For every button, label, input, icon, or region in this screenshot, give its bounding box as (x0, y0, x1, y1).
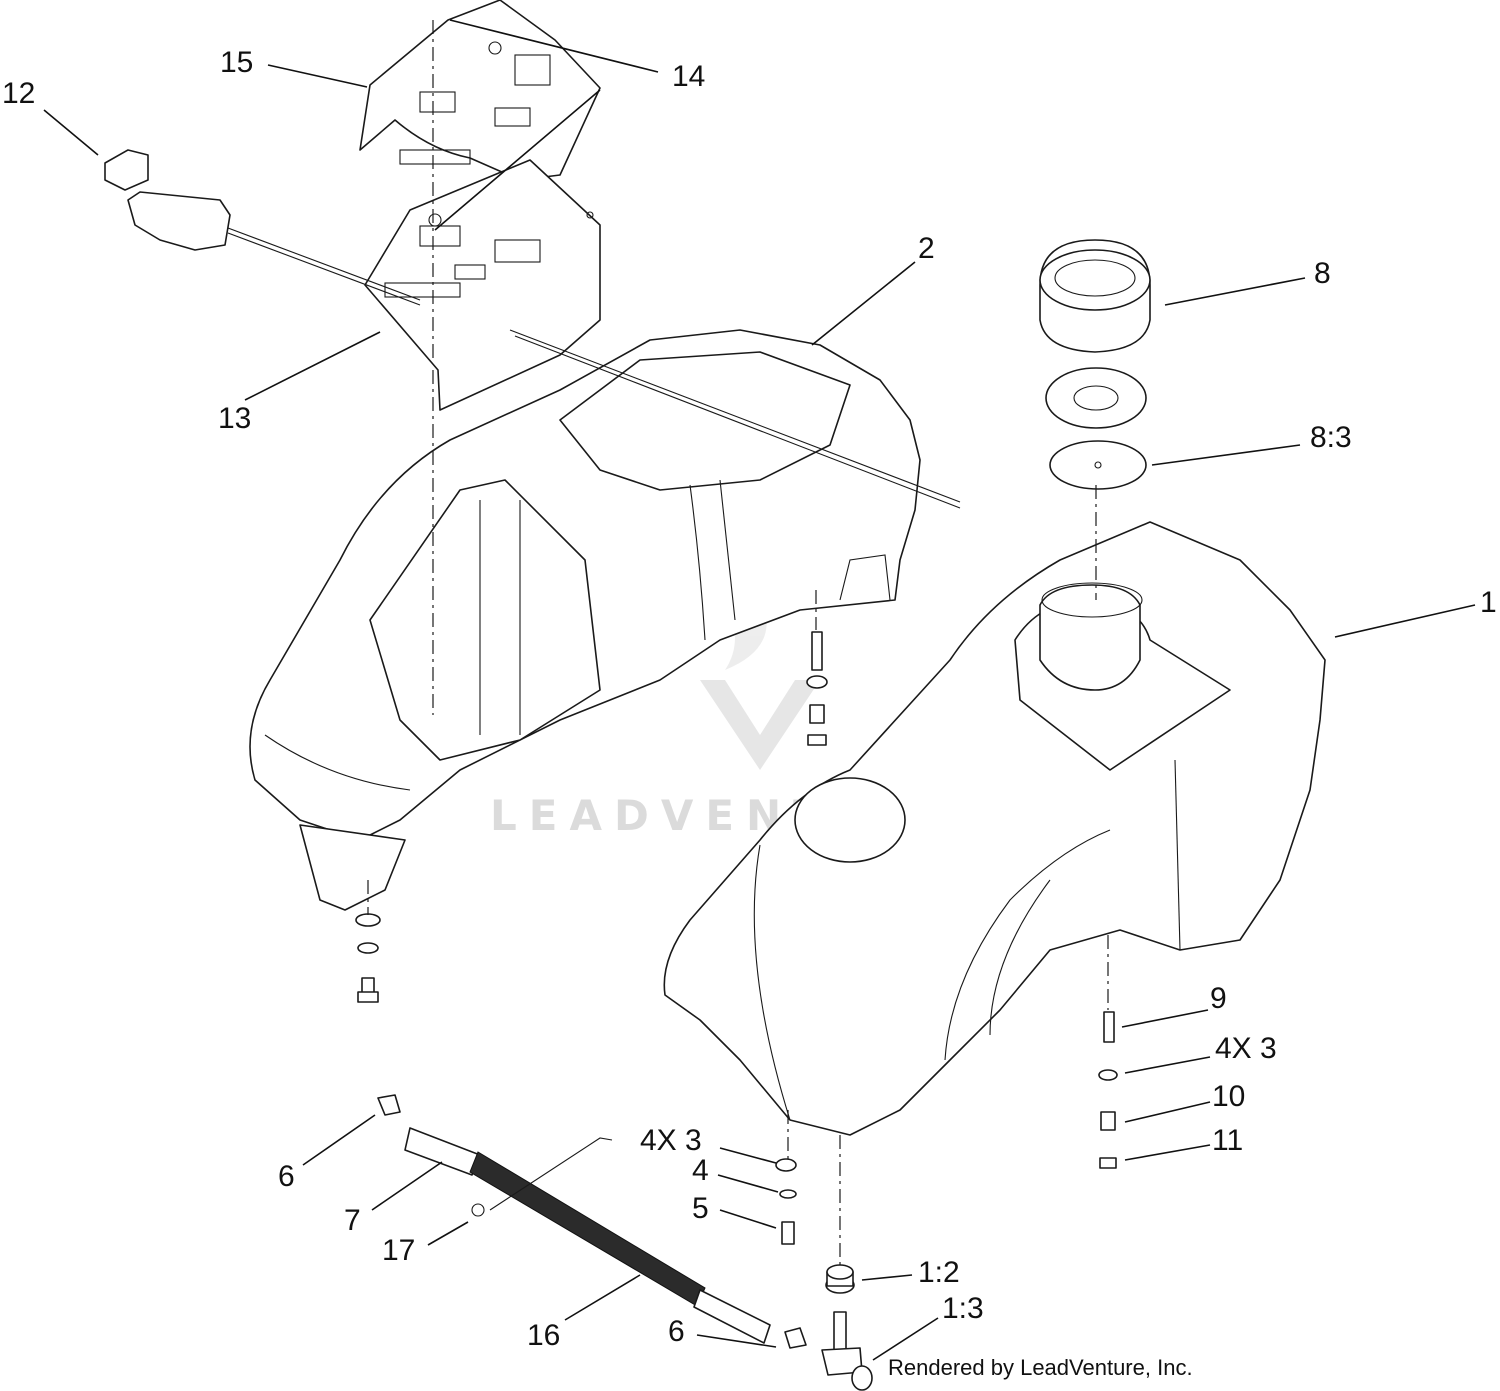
leader-lines (43, 19, 1476, 1361)
part-12-switch (104, 149, 421, 306)
hardware-left-stack (355, 913, 381, 1003)
callout-4: 4 (692, 1154, 709, 1187)
part-15-decal (359, 0, 601, 181)
callout-labels: 1 2 4X 3 4 5 6 6 7 8 8:3 9 4X 3 10 11 12… (2, 46, 1497, 1352)
hardware-right-stack (1098, 1011, 1118, 1169)
render-credit: Rendered by LeadVenture, Inc. (888, 1355, 1193, 1380)
callout-6-left: 6 (278, 1160, 295, 1193)
part-8-fuel-cap (1039, 239, 1151, 490)
part-1-fuel-tank (663, 521, 1326, 1136)
part-1-2-grommet (825, 1264, 855, 1294)
hardware-mid-stack (806, 631, 828, 746)
part-16-fuel-hose (377, 1094, 807, 1349)
part-2-left-console (249, 329, 961, 911)
callout-17: 17 (382, 1234, 415, 1267)
callout-8-3: 8:3 (1310, 421, 1352, 454)
callout-8: 8 (1314, 257, 1331, 290)
callout-4x3-right: 4X 3 (1215, 1032, 1277, 1065)
callout-9: 9 (1210, 982, 1227, 1015)
callout-16: 16 (527, 1319, 560, 1352)
callout-5: 5 (692, 1192, 709, 1225)
callout-11: 11 (1212, 1124, 1243, 1157)
part-13-panel (364, 159, 601, 411)
callout-15: 15 (220, 46, 253, 79)
callout-13: 13 (218, 402, 251, 435)
hardware-bottom-stack (775, 1158, 797, 1245)
alignment-lines (367, 20, 1109, 1265)
callout-1-2: 1:2 (918, 1256, 960, 1289)
callout-10: 10 (1212, 1080, 1245, 1113)
callout-12: 12 (2, 77, 35, 110)
callout-4x3-left: 4X 3 (640, 1124, 702, 1157)
part-1-3-valve (821, 1311, 873, 1391)
callout-2: 2 (918, 232, 935, 265)
callout-6-right: 6 (668, 1315, 685, 1348)
callout-1: 1 (1480, 586, 1497, 619)
callout-1-3: 1:3 (942, 1292, 984, 1325)
callout-7: 7 (344, 1204, 361, 1237)
callout-14: 14 (672, 60, 705, 93)
